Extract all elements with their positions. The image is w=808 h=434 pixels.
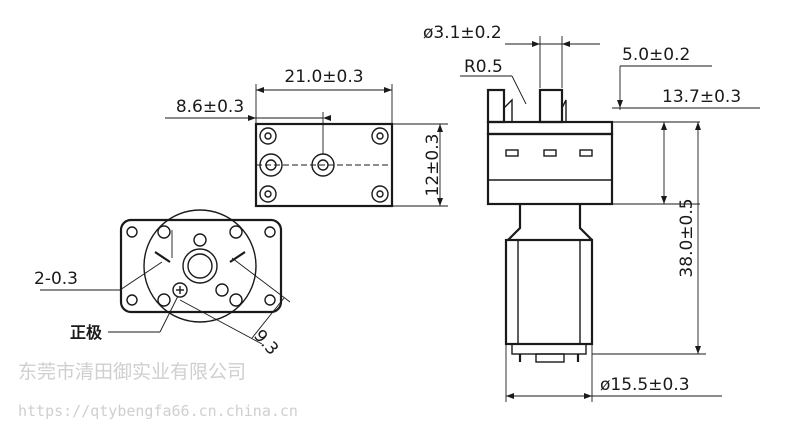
top-view: 21.0±0.3 8.6±0.3 12±0.3 [165, 67, 448, 208]
side-view: ø3.1±0.2 R0.5 5.0±0.2 13.7±0.3 38.0±0.5 … [423, 23, 760, 402]
pump-head [486, 132, 614, 206]
tube-spacing-label: 5.0±0.2 [622, 45, 690, 65]
watermark-company: 东莞市清田御实业有限公司 [18, 361, 246, 383]
motor-diameter-label: ø15.5±0.3 [600, 375, 690, 395]
inlet-tube-icon [486, 88, 506, 124]
body-height-label: 12±0.3 [423, 134, 443, 197]
motor-body [504, 238, 594, 346]
end-view: 2-0.3 正极 9.3 [34, 209, 291, 359]
outlet-tube-icon [538, 88, 564, 124]
end-view-body [119, 218, 283, 314]
positive-terminal-icon [172, 282, 188, 298]
screw-icon [259, 185, 277, 203]
outlet-offset-label: 8.6±0.3 [176, 97, 244, 117]
screw-icon [371, 127, 389, 145]
hole-spec-label: 2-0.3 [34, 269, 78, 289]
watermark-url: https://qtybengfa66.cn.china.cn [18, 402, 298, 420]
radius-label: R0.5 [464, 57, 503, 77]
terminal-spacing-label: 9.3 [249, 326, 282, 359]
tube-diameter-label: ø3.1±0.2 [423, 23, 502, 43]
screw-icon [259, 127, 277, 145]
head-height-label: 13.7±0.3 [662, 87, 741, 107]
screw-icon [371, 185, 389, 203]
motor-circle-icon [143, 209, 257, 323]
total-length-label: 38.0±0.5 [677, 198, 697, 277]
body-width-label: 21.0±0.3 [284, 67, 363, 87]
positive-terminal-label: 正极 [70, 323, 103, 342]
